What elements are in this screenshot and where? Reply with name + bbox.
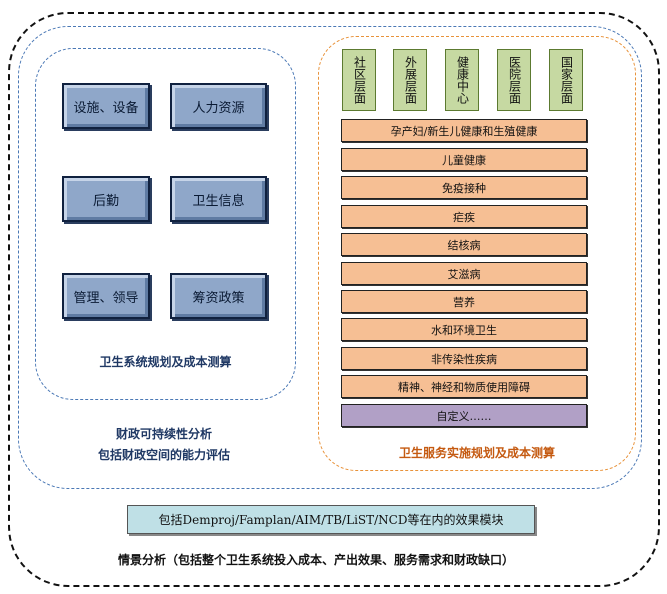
- logistics-box: 后勤: [62, 176, 150, 222]
- row-malaria: 疟疾: [341, 205, 587, 228]
- financing-policy-box: 筹资政策: [170, 273, 267, 319]
- level-outreach: 外展层面: [393, 49, 427, 111]
- row-water-sanitation: 水和环境卫生: [341, 318, 587, 341]
- fiscal-analysis-title: 财政可持续性分析: [115, 427, 212, 441]
- level-national: 国家层面: [549, 49, 583, 111]
- health-service-planning-caption: 卫生服务实施规划及成本测算: [398, 446, 555, 460]
- row-tuberculosis: 结核病: [341, 233, 587, 256]
- row-hiv-aids: 艾滋病: [341, 262, 587, 285]
- scenario-analysis-caption: 情景分析（包括整个卫生系统投入成本、产出效果、服务需求和财政缺口）: [118, 553, 515, 567]
- row-child-health: 儿童健康: [341, 148, 587, 171]
- row-nutrition: 营养: [341, 290, 587, 313]
- level-hospital: 医院层面: [497, 49, 531, 111]
- fiscal-space-subtitle: 包括财政空间的能力评估: [97, 448, 230, 462]
- impact-modules-box: 包括Demproj/Famplan/AIM/TB/LiST/NCD等在内的效果模…: [127, 505, 535, 534]
- row-maternal-newborn-health: 孕产妇/新生儿健康和生殖健康: [341, 119, 587, 142]
- health-information-box: 卫生信息: [170, 176, 267, 222]
- row-immunization: 免疫接种: [341, 176, 587, 199]
- row-mental-neurological: 精神、神经和物质使用障碍: [341, 375, 587, 398]
- row-ncd: 非传染性疾病: [341, 347, 587, 370]
- level-health-center: 健康中心: [445, 49, 479, 111]
- management-leadership-box: 管理、领导: [62, 273, 150, 319]
- human-resources-box: 人力资源: [170, 83, 267, 129]
- health-system-planning-caption: 卫生系统规划及成本测算: [99, 355, 232, 369]
- level-community: 社区层面: [342, 49, 376, 111]
- scenario-analysis-container: [8, 12, 660, 587]
- row-custom: 自定义……: [341, 404, 587, 427]
- health-service-planning-container: [318, 36, 636, 471]
- health-system-planning-container: [35, 48, 296, 400]
- fiscal-sustainability-container: [18, 26, 642, 489]
- facilities-equipment-box: 设施、设备: [62, 83, 150, 129]
